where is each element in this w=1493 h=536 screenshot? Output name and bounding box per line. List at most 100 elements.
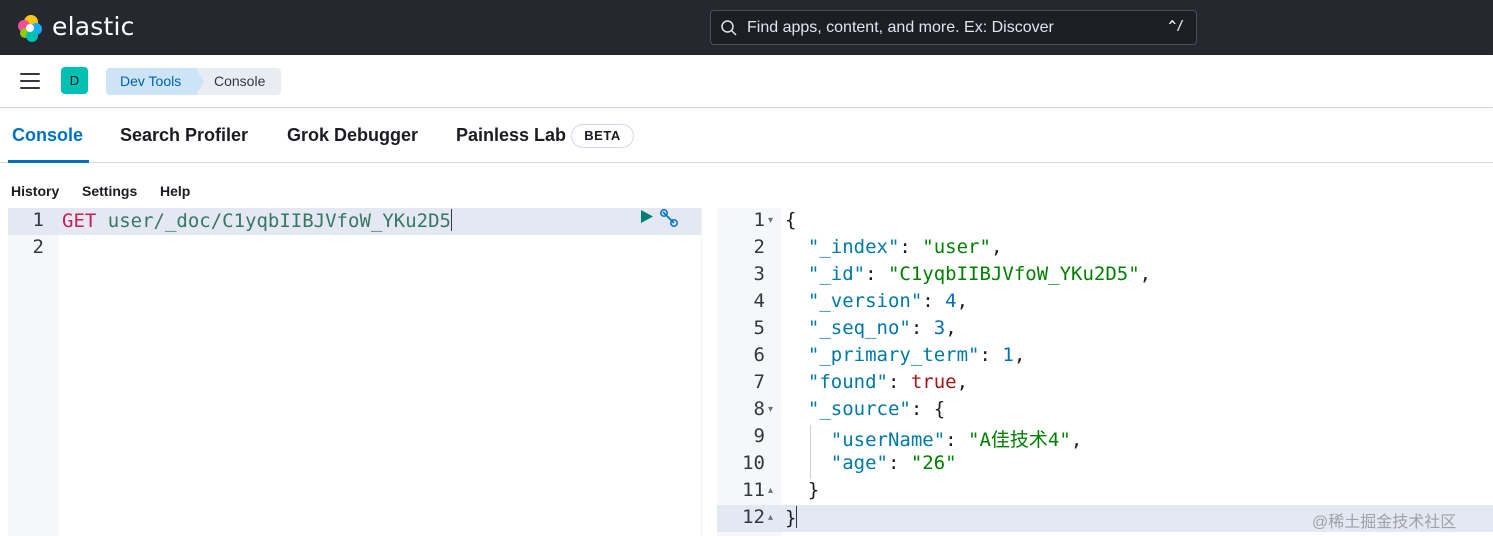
app-header: D Dev Tools Console xyxy=(0,55,1493,108)
code-token: 1 xyxy=(1002,344,1014,366)
response-line: "_id": "C1yqbIIBJVfoW_YKu2D5", xyxy=(785,263,1151,285)
hamburger-menu-icon[interactable] xyxy=(20,73,40,89)
response-line: "found": true, xyxy=(785,371,968,393)
code-token: : xyxy=(887,452,911,474)
request-method: GET xyxy=(62,210,97,232)
settings-link[interactable]: Settings xyxy=(82,183,138,199)
active-tab-indicator xyxy=(8,160,89,163)
response-line: "_seq_no": 3, xyxy=(785,317,957,339)
tab-search-profiler[interactable]: Search Profiler xyxy=(120,125,249,145)
request-line-number: 1 xyxy=(32,209,44,231)
response-line-number: 10 xyxy=(742,452,765,474)
code-token: "user" xyxy=(922,236,991,258)
code-token: "26" xyxy=(910,452,957,474)
search-input[interactable] xyxy=(747,11,1147,44)
response-line: "_source": { xyxy=(785,398,945,420)
code-token: "age" xyxy=(830,452,888,474)
response-line-number: 1 xyxy=(753,209,765,231)
help-link[interactable]: Help xyxy=(160,183,191,199)
code-token: , xyxy=(956,290,969,312)
tab-grok-debugger[interactable]: Grok Debugger xyxy=(287,125,419,145)
brand-name[interactable]: elastic xyxy=(52,12,135,41)
tab-console[interactable]: Console xyxy=(12,125,84,145)
indent-guide xyxy=(810,425,811,479)
response-line: "_primary_term": 1, xyxy=(785,344,1025,366)
code-token xyxy=(785,452,831,474)
fold-chevron-up-icon[interactable]: ▴ xyxy=(768,485,774,496)
code-token xyxy=(785,344,808,366)
code-token: "_version" xyxy=(807,290,923,312)
watermark: @稀土掘金技术社区 xyxy=(1312,514,1457,531)
fold-chevron-down-icon[interactable]: ▾ xyxy=(768,404,774,415)
keyboard-shortcut-hint: ^/ xyxy=(1168,19,1184,34)
code-token: , xyxy=(1070,429,1083,451)
response-active-line xyxy=(717,505,1493,532)
code-token: "_source" xyxy=(807,398,911,420)
breadcrumb-console: Console xyxy=(196,68,281,95)
code-token: , xyxy=(945,317,957,339)
response-line: { xyxy=(785,209,796,231)
response-line-number: 3 xyxy=(753,263,765,285)
breadcrumb-dev-tools[interactable]: Dev Tools xyxy=(106,68,206,95)
global-search[interactable]: ^/ xyxy=(710,10,1197,45)
code-token: { xyxy=(785,209,797,231)
editor-resize-handle[interactable] xyxy=(701,208,717,536)
code-token: : xyxy=(865,263,888,285)
dev-tools-tabs: Console Search Profiler Grok Debugger Pa… xyxy=(0,108,1493,163)
response-line-number: 6 xyxy=(753,344,765,366)
code-token xyxy=(785,317,808,339)
code-token: , xyxy=(1013,344,1026,366)
fold-chevron-down-icon[interactable]: ▾ xyxy=(768,215,774,226)
top-navigation-bar: elastic ^/ xyxy=(0,0,1493,55)
text-cursor xyxy=(796,506,798,528)
code-token: 3 xyxy=(933,317,946,339)
tab-painless-lab[interactable]: Painless Lab xyxy=(456,125,567,145)
code-token: : xyxy=(887,371,911,393)
request-editor-input[interactable]: GET user/_doc/C1yqbIIBJVfoW_YKu2D5 xyxy=(62,209,452,232)
response-gutter xyxy=(717,208,781,536)
code-token: , xyxy=(956,371,969,393)
code-token: "found" xyxy=(807,371,888,393)
history-link[interactable]: History xyxy=(11,183,60,199)
code-token: : { xyxy=(910,398,946,420)
response-line: "_index": "user", xyxy=(785,236,1003,258)
response-line-number: 12 xyxy=(742,506,765,528)
code-token xyxy=(785,371,808,393)
response-line-number: 9 xyxy=(753,425,765,447)
wrench-icon[interactable] xyxy=(659,208,679,228)
code-token xyxy=(785,398,808,420)
request-path: user/_doc/C1yqbIIBJVfoW_YKu2D5 xyxy=(107,210,451,232)
code-token: , xyxy=(1139,263,1152,285)
space-avatar[interactable]: D xyxy=(61,67,88,94)
response-line-number: 5 xyxy=(753,317,765,339)
response-line: } xyxy=(785,506,798,529)
code-token xyxy=(785,263,808,285)
code-token: "_seq_no" xyxy=(807,317,911,339)
fold-chevron-up-icon[interactable]: ▴ xyxy=(768,512,774,523)
code-token xyxy=(785,236,808,258)
response-line-number: 7 xyxy=(753,371,765,393)
response-line-number: 4 xyxy=(753,290,765,312)
request-active-line xyxy=(8,208,701,235)
code-token: "A佳技术4" xyxy=(968,429,1071,451)
code-token: "userName" xyxy=(830,429,946,451)
code-token xyxy=(785,429,831,451)
code-token: : xyxy=(922,290,946,312)
response-line: "_version": 4, xyxy=(785,290,968,312)
code-token: "_index" xyxy=(807,236,900,258)
request-line-number: 2 xyxy=(32,236,44,258)
play-icon[interactable] xyxy=(640,209,654,224)
code-token: : xyxy=(899,236,923,258)
code-token: true xyxy=(910,371,957,393)
response-line-number: 2 xyxy=(753,236,765,258)
response-line: "age": "26" xyxy=(785,452,957,474)
elastic-logo-icon[interactable] xyxy=(15,13,45,43)
beta-badge: BETA xyxy=(571,124,634,148)
code-token: "_id" xyxy=(807,263,866,285)
response-line: "userName": "A佳技术4", xyxy=(785,425,1083,452)
response-line: } xyxy=(785,479,819,501)
code-token: : xyxy=(979,344,1003,366)
text-cursor xyxy=(450,209,452,231)
response-line-number: 8 xyxy=(753,398,765,420)
code-token xyxy=(785,290,808,312)
